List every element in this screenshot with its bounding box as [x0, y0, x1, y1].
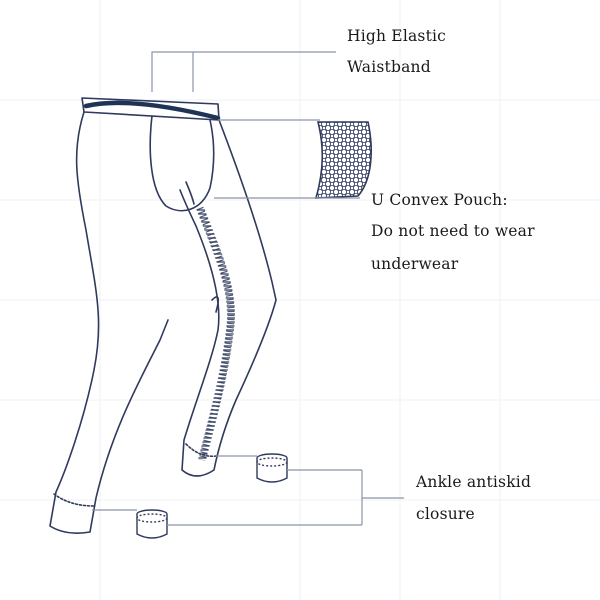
pouch-label-line1: U Convex Pouch: — [371, 191, 508, 209]
knee-curve — [211, 296, 220, 313]
waistband-label-line1: High Elastic — [347, 27, 447, 45]
front-leg — [179, 119, 277, 477]
pouch-tip — [185, 181, 195, 205]
pouch-label-line3: underwear — [371, 255, 459, 273]
side-seam-ticks — [196, 206, 235, 461]
pouch — [149, 115, 215, 212]
waistband-label-line2: Waistband — [347, 58, 431, 76]
waistband-leader — [151, 51, 336, 92]
ankle-label-line1: Ankle antiskid — [416, 473, 532, 491]
back-ankle-cuff — [53, 493, 95, 507]
pouch-label-line2: Do not need to wear — [371, 222, 535, 240]
waistband-stripe — [83, 100, 221, 121]
pants-illustration — [49, 97, 277, 534]
ankle-label-line2: closure — [416, 505, 475, 523]
ankle-cuff-detail-upper — [256, 453, 288, 483]
pouch-mesh-detail — [314, 121, 372, 199]
leader-lines — [92, 51, 404, 526]
back-leg — [49, 111, 169, 534]
ankle-cuff-detail-lower — [136, 509, 168, 539]
